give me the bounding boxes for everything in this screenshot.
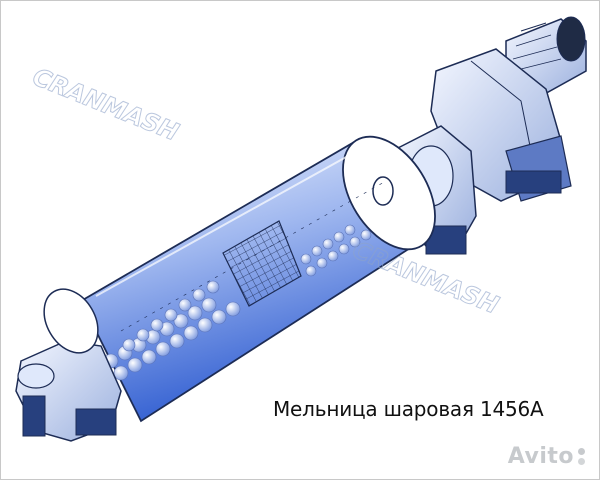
grinding-balls xyxy=(103,224,372,381)
avito-logo-icon xyxy=(578,448,585,465)
avito-watermark: Avito xyxy=(508,444,585,469)
feed-end-bearing xyxy=(15,288,122,442)
brand-name: Avito xyxy=(507,444,574,469)
watermark-text-upper: CRANMASH xyxy=(29,63,183,147)
grid-diaphragm xyxy=(222,220,302,307)
caption: Мельница шаровая 1456А xyxy=(273,397,544,421)
